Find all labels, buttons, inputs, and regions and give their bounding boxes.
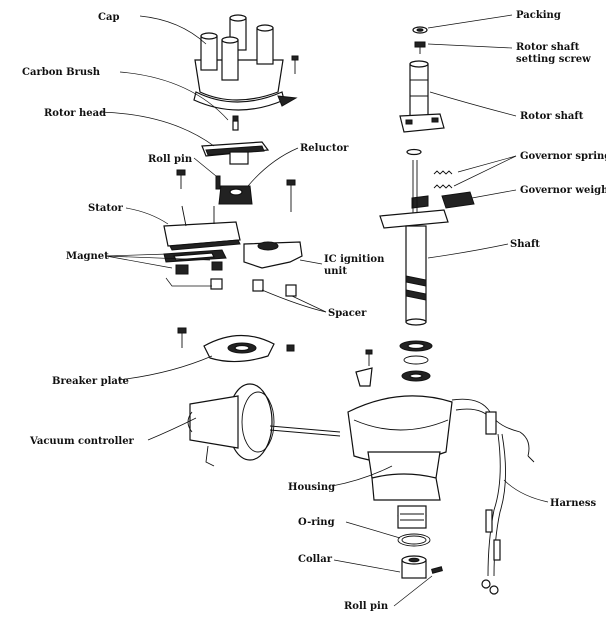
housing-small-screw bbox=[355, 349, 373, 387]
leader-lines bbox=[99, 14, 549, 607]
label-packing: Packing bbox=[516, 10, 561, 21]
label-magnet: Magnet bbox=[66, 251, 109, 262]
roll-pin-bottom-part bbox=[431, 566, 443, 574]
rotor-shaft-part bbox=[399, 60, 445, 133]
label-vacuum-controller: Vacuum controller bbox=[29, 436, 135, 447]
ic-ignition-unit-part bbox=[243, 241, 303, 269]
reluctor-part bbox=[218, 185, 253, 205]
housing-part bbox=[347, 395, 453, 529]
label-shaft: Shaft bbox=[510, 239, 540, 250]
harness-part bbox=[451, 398, 535, 595]
label-o-ring: O-ring bbox=[298, 517, 335, 528]
label-housing: Housing bbox=[288, 482, 335, 493]
label-breaker-plate: Breaker plate bbox=[52, 376, 129, 387]
reluctor-screw bbox=[286, 179, 296, 212]
label-rotor-shaft-setting-screw-2: setting screw bbox=[516, 54, 591, 65]
rotor-head-part bbox=[201, 141, 270, 165]
breaker-plate-part bbox=[203, 334, 275, 363]
packing-part bbox=[412, 26, 428, 34]
label-rotor-shaft: Rotor shaft bbox=[520, 111, 584, 122]
rotor-shaft-setting-screw-part bbox=[414, 41, 426, 54]
label-cap: Cap bbox=[98, 12, 119, 23]
label-ic-ignition-2: unit bbox=[324, 266, 347, 277]
label-ic-ignition-1: IC ignition bbox=[324, 254, 385, 265]
label-roll-pin-top: Roll pin bbox=[148, 154, 193, 165]
label-governor-spring: Governor spring bbox=[520, 151, 606, 162]
label-governor-weight: Governor weight bbox=[520, 185, 606, 196]
vacuum-controller-part bbox=[187, 383, 341, 467]
label-carbon-brush: Carbon Brush bbox=[22, 67, 101, 78]
label-roll-pin-bottom: Roll pin bbox=[344, 601, 389, 612]
label-stator: Stator bbox=[88, 203, 124, 214]
shaft-part bbox=[379, 160, 449, 326]
spacers-part bbox=[252, 279, 297, 297]
governor-weights-part bbox=[411, 191, 475, 209]
governor-springs-part bbox=[406, 148, 453, 189]
label-spacer: Spacer bbox=[328, 308, 367, 319]
label-harness: Harness bbox=[550, 498, 596, 509]
label-collar: Collar bbox=[298, 554, 333, 565]
cap-part bbox=[193, 14, 298, 111]
roll-pin-top-part bbox=[215, 175, 221, 190]
breaker-plate-screws bbox=[177, 327, 295, 352]
collar-part bbox=[401, 555, 427, 579]
o-ring-part bbox=[397, 533, 431, 547]
label-reluctor: Reluctor bbox=[300, 143, 349, 154]
carbon-brush-part bbox=[232, 115, 239, 131]
label-rotor-shaft-setting-screw-1: Rotor shaft bbox=[516, 42, 580, 53]
shaft-washers bbox=[399, 340, 433, 382]
magnets-part bbox=[163, 249, 227, 290]
stator-part bbox=[163, 205, 241, 251]
cap-screw bbox=[291, 55, 299, 74]
labels: Cap Carbon Brush Rotor head Roll pin Rel… bbox=[22, 10, 606, 612]
left-screw-1 bbox=[176, 169, 186, 189]
label-rotor-head: Rotor head bbox=[44, 108, 106, 119]
